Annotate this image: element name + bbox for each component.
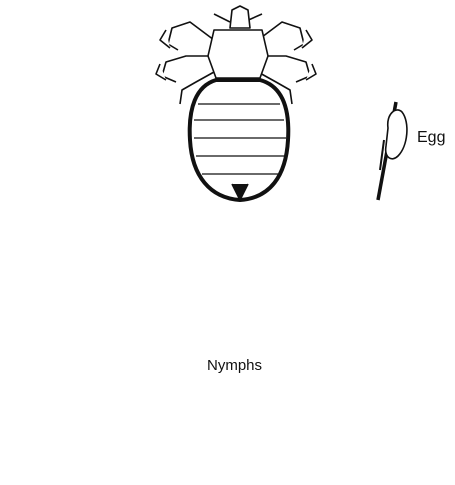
egg-label: Egg [417,129,445,147]
nit-on-hair [378,102,407,200]
nymphs-label: Nymphs [207,357,262,374]
adult-louse-large [156,6,316,200]
